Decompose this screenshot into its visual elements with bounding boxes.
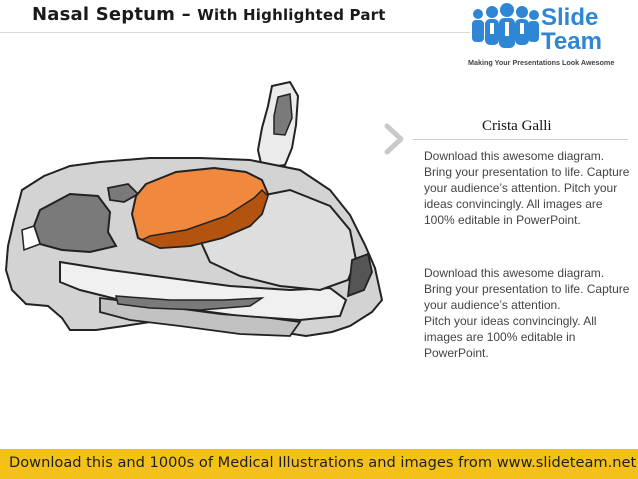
logo-word-team: Team — [541, 28, 602, 55]
chevron-right-icon — [384, 123, 404, 155]
title-main: Nasal Septum – — [32, 4, 191, 25]
title-subtitle: With Highlighted Part — [197, 6, 386, 24]
nasal-septum-diagram — [4, 80, 384, 338]
people-icon — [472, 3, 539, 48]
description-paragraph-2: Download this awesome diagram. Bring you… — [424, 266, 630, 360]
description-paragraph-1: Download this awesome diagram. Bring you… — [424, 149, 630, 227]
crista-galli-inner-shadow — [273, 93, 293, 136]
logo-word-slide: Slide — [541, 4, 599, 31]
title-divider — [0, 32, 470, 33]
posterior-gap — [21, 225, 41, 252]
page-title: Nasal Septum – With Highlighted Part — [32, 4, 386, 25]
footer-text: Download this and 1000s of Medical Illus… — [9, 454, 637, 471]
maxillary-crest-dark — [115, 295, 265, 311]
footer-banner: Download this and 1000s of Medical Illus… — [0, 449, 638, 479]
palate-band — [59, 260, 348, 322]
highlighted-region-shadow — [140, 188, 269, 249]
callout-divider — [413, 139, 628, 140]
callout-title: Crista Galli — [482, 118, 552, 134]
small-sinus-dark — [106, 183, 140, 203]
nasal-tip-dark — [346, 252, 373, 298]
logo-tagline: Making Your Presentations Look Awesome — [468, 58, 615, 67]
slideteam-logo: Slide Team Making Your Presentations Loo… — [468, 2, 636, 72]
